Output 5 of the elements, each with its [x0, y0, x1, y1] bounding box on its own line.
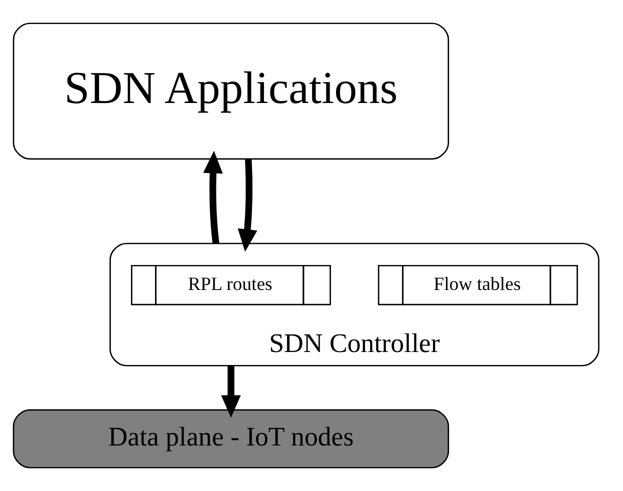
- arrow: [221, 366, 241, 418]
- node-box: Data plane - IoT nodes: [12, 409, 450, 468]
- arrow: [203, 150, 223, 244]
- node-box: SDN Applications: [12, 22, 450, 160]
- arrow: [238, 158, 258, 252]
